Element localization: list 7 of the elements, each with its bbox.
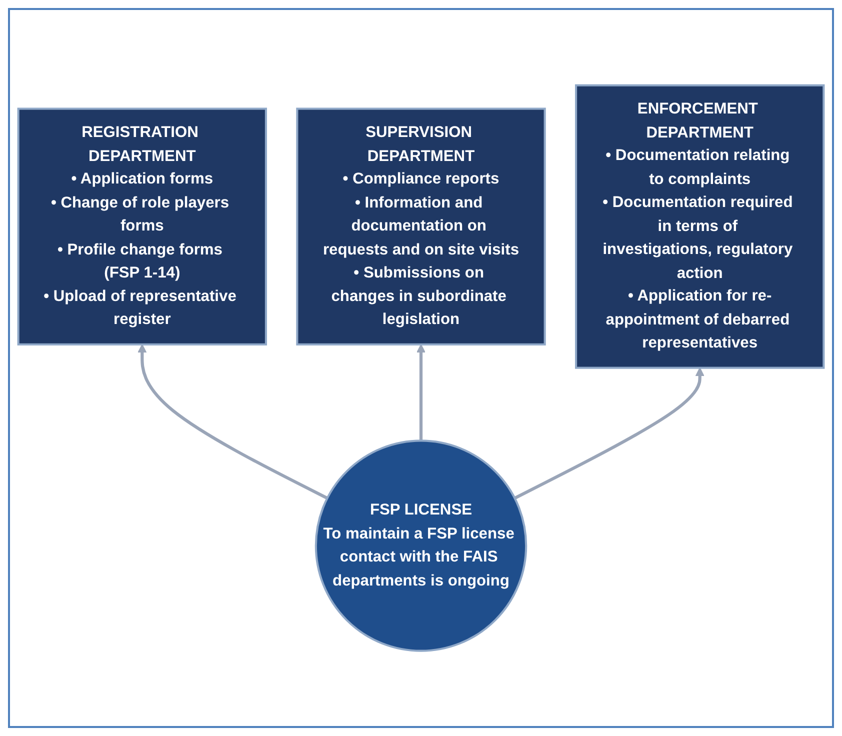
node-circle: FSP LICENSE To maintain a FSP license contact with the FAIS departments is ongoing bbox=[314, 440, 528, 652]
node-box: ENFORCEMENT DEPARTMENT • Documentation relating to complaints • Documentation required in terms of investigations, regulatory action • Application for re-appointment of debarred representatives bbox=[575, 84, 825, 369]
node-box: SUPERVISION DEPARTMENT • Compliance reports • Information and documentation on requests and on site visits • Submissions on changes in subordinate legislation bbox=[296, 108, 546, 346]
arrow bbox=[514, 367, 704, 500]
arrow bbox=[138, 344, 328, 500]
node-box: REGISTRATION DEPARTMENT • Application forms • Change of role players forms • Profile change forms (FSP 1-14) • Upload of representative register bbox=[17, 108, 267, 346]
arrow bbox=[416, 344, 426, 441]
